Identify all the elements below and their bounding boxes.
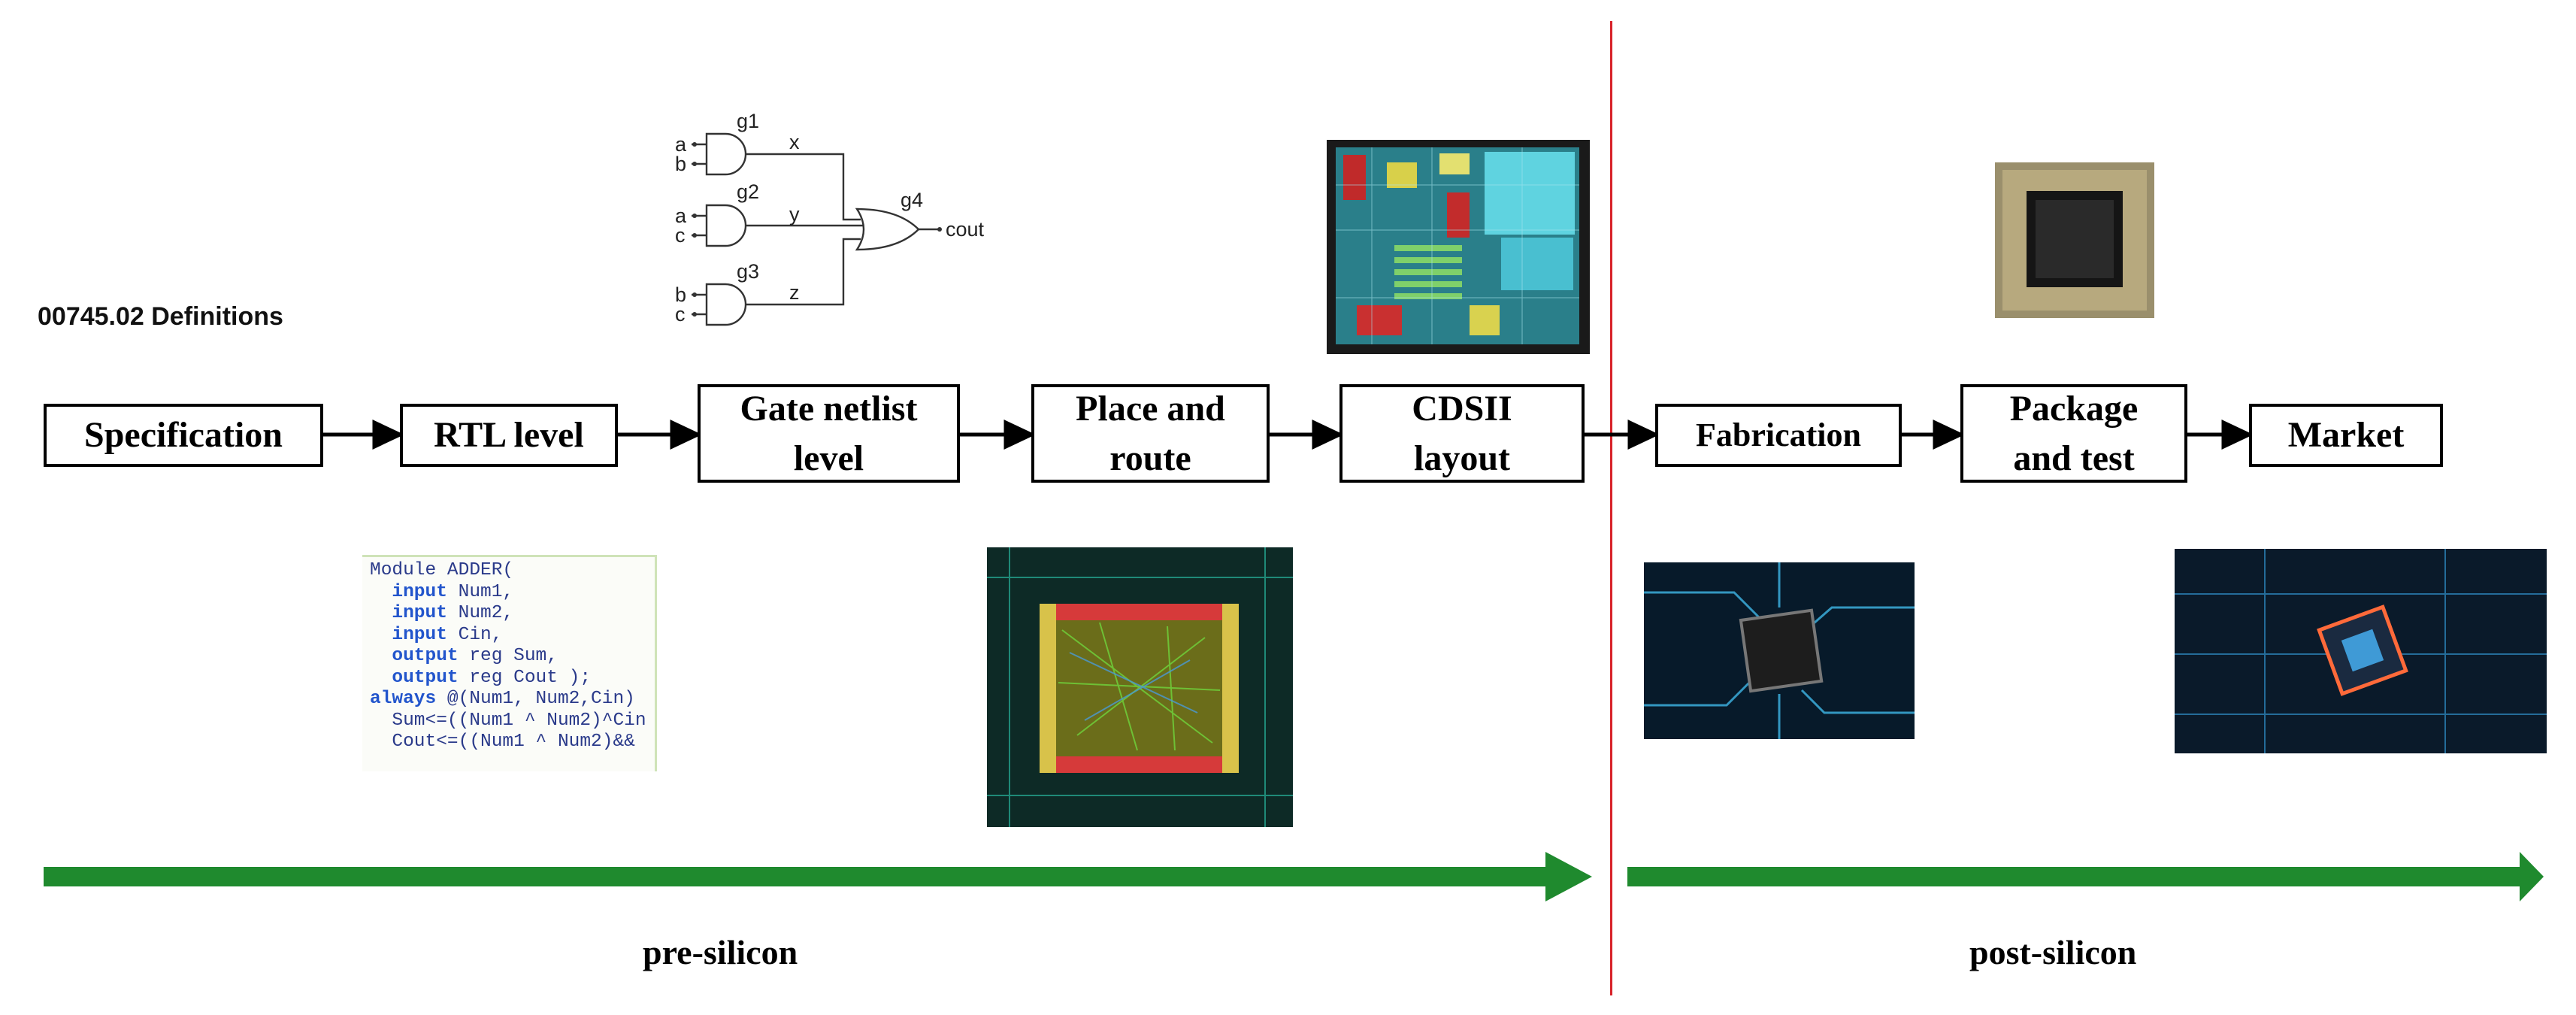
code-line: output reg Cout ); xyxy=(370,668,655,689)
step-package-and-test: Package and test xyxy=(1960,384,2187,483)
code-keyword: input xyxy=(370,581,447,602)
gate-g3-label: g3 xyxy=(737,260,759,283)
code-text: Module ADDER( xyxy=(370,560,514,580)
code-line: output reg Sum, xyxy=(370,646,655,668)
step-rtl-level: RTL level xyxy=(400,404,618,467)
step-gate-netlist: Gate netlist level xyxy=(698,384,960,483)
code-line: always @(Num1, Num2,Cin) xyxy=(370,689,655,710)
input-label: a xyxy=(675,205,687,227)
step-place-and-route: Place and route xyxy=(1031,384,1270,483)
post-silicon-arrow-head xyxy=(2520,852,2544,901)
pre-silicon-arrow-head xyxy=(1545,852,1592,901)
input-label: c xyxy=(675,303,686,326)
code-line: input Num1, xyxy=(370,582,655,604)
step-label: Specification xyxy=(84,415,283,455)
pre-silicon-arrow-shaft xyxy=(44,867,1547,886)
step-cdsii-layout: CDSII layout xyxy=(1339,384,1585,483)
code-text: Num1, xyxy=(446,581,514,602)
code-keyword: output xyxy=(370,667,459,688)
code-line: input Num2, xyxy=(370,603,655,625)
gate-g1-label: g1 xyxy=(737,110,759,132)
gate-schematic: g1 g2 g3 g4 a b a c b c x y z cout xyxy=(675,110,985,326)
output-cout-label: cout xyxy=(946,218,985,241)
input-label: b xyxy=(675,153,686,175)
gate-g4-label: g4 xyxy=(901,189,923,211)
wire-z-label: z xyxy=(789,281,800,304)
fabrication-chip-photo xyxy=(1644,562,1915,739)
ai-chip-market-image xyxy=(2175,549,2547,753)
code-line: Module ADDER( xyxy=(370,560,655,582)
step-label: Market xyxy=(2287,415,2405,455)
code-line: Cout<=((Num1 ^ Num2)&& xyxy=(370,732,655,753)
wire-x-label: x xyxy=(789,131,800,153)
step-label: CDSII layout xyxy=(1412,388,1512,478)
code-text: Num2, xyxy=(446,603,514,623)
code-keyword: always xyxy=(370,689,437,709)
input-label: c xyxy=(675,224,686,247)
step-fabrication: Fabrication xyxy=(1655,404,1902,467)
code-text: @(Num1, Num2,Cin) xyxy=(436,689,635,709)
rtl-code-snippet: Module ADDER( input Num1, input Num2, in… xyxy=(362,555,657,771)
step-label: RTL level xyxy=(434,415,584,455)
code-text: reg Sum, xyxy=(458,646,558,666)
step-label: Gate netlist level xyxy=(740,388,918,478)
gdsii-layout-image xyxy=(1327,140,1590,354)
step-label: Fabrication xyxy=(1696,417,1861,453)
pre-silicon-label: pre-silicon xyxy=(643,933,798,971)
code-text: Sum<=((Num1 ^ Num2)^Cin xyxy=(370,710,646,731)
wire-y-label: y xyxy=(789,203,800,226)
pre-post-divider xyxy=(1610,21,1612,995)
code-text: reg Cout ); xyxy=(458,667,592,688)
code-text: Cout<=((Num1 ^ Num2)&& xyxy=(370,732,635,752)
code-line: Sum<=((Num1 ^ Num2)^Cin xyxy=(370,710,655,732)
code-text: Cin, xyxy=(446,624,503,645)
code-keyword: input xyxy=(370,603,447,623)
input-label: a xyxy=(675,133,687,156)
packaged-chip-image xyxy=(1995,162,2154,318)
step-label: Package and test xyxy=(2009,388,2139,478)
code-keyword: output xyxy=(370,646,459,666)
code-keyword: input xyxy=(370,624,447,645)
post-silicon-arrow-shaft xyxy=(1627,867,2522,886)
post-silicon-label: post-silicon xyxy=(1969,933,2137,971)
place-and-route-image xyxy=(987,547,1293,827)
input-label: b xyxy=(675,283,686,306)
code-line: input Cin, xyxy=(370,625,655,647)
step-market: Market xyxy=(2249,404,2443,467)
step-specification: Specification xyxy=(44,404,323,467)
step-label: Place and route xyxy=(1076,388,1225,478)
doc-label: 00745.02 Definitions xyxy=(38,302,283,331)
gate-g2-label: g2 xyxy=(737,180,759,203)
